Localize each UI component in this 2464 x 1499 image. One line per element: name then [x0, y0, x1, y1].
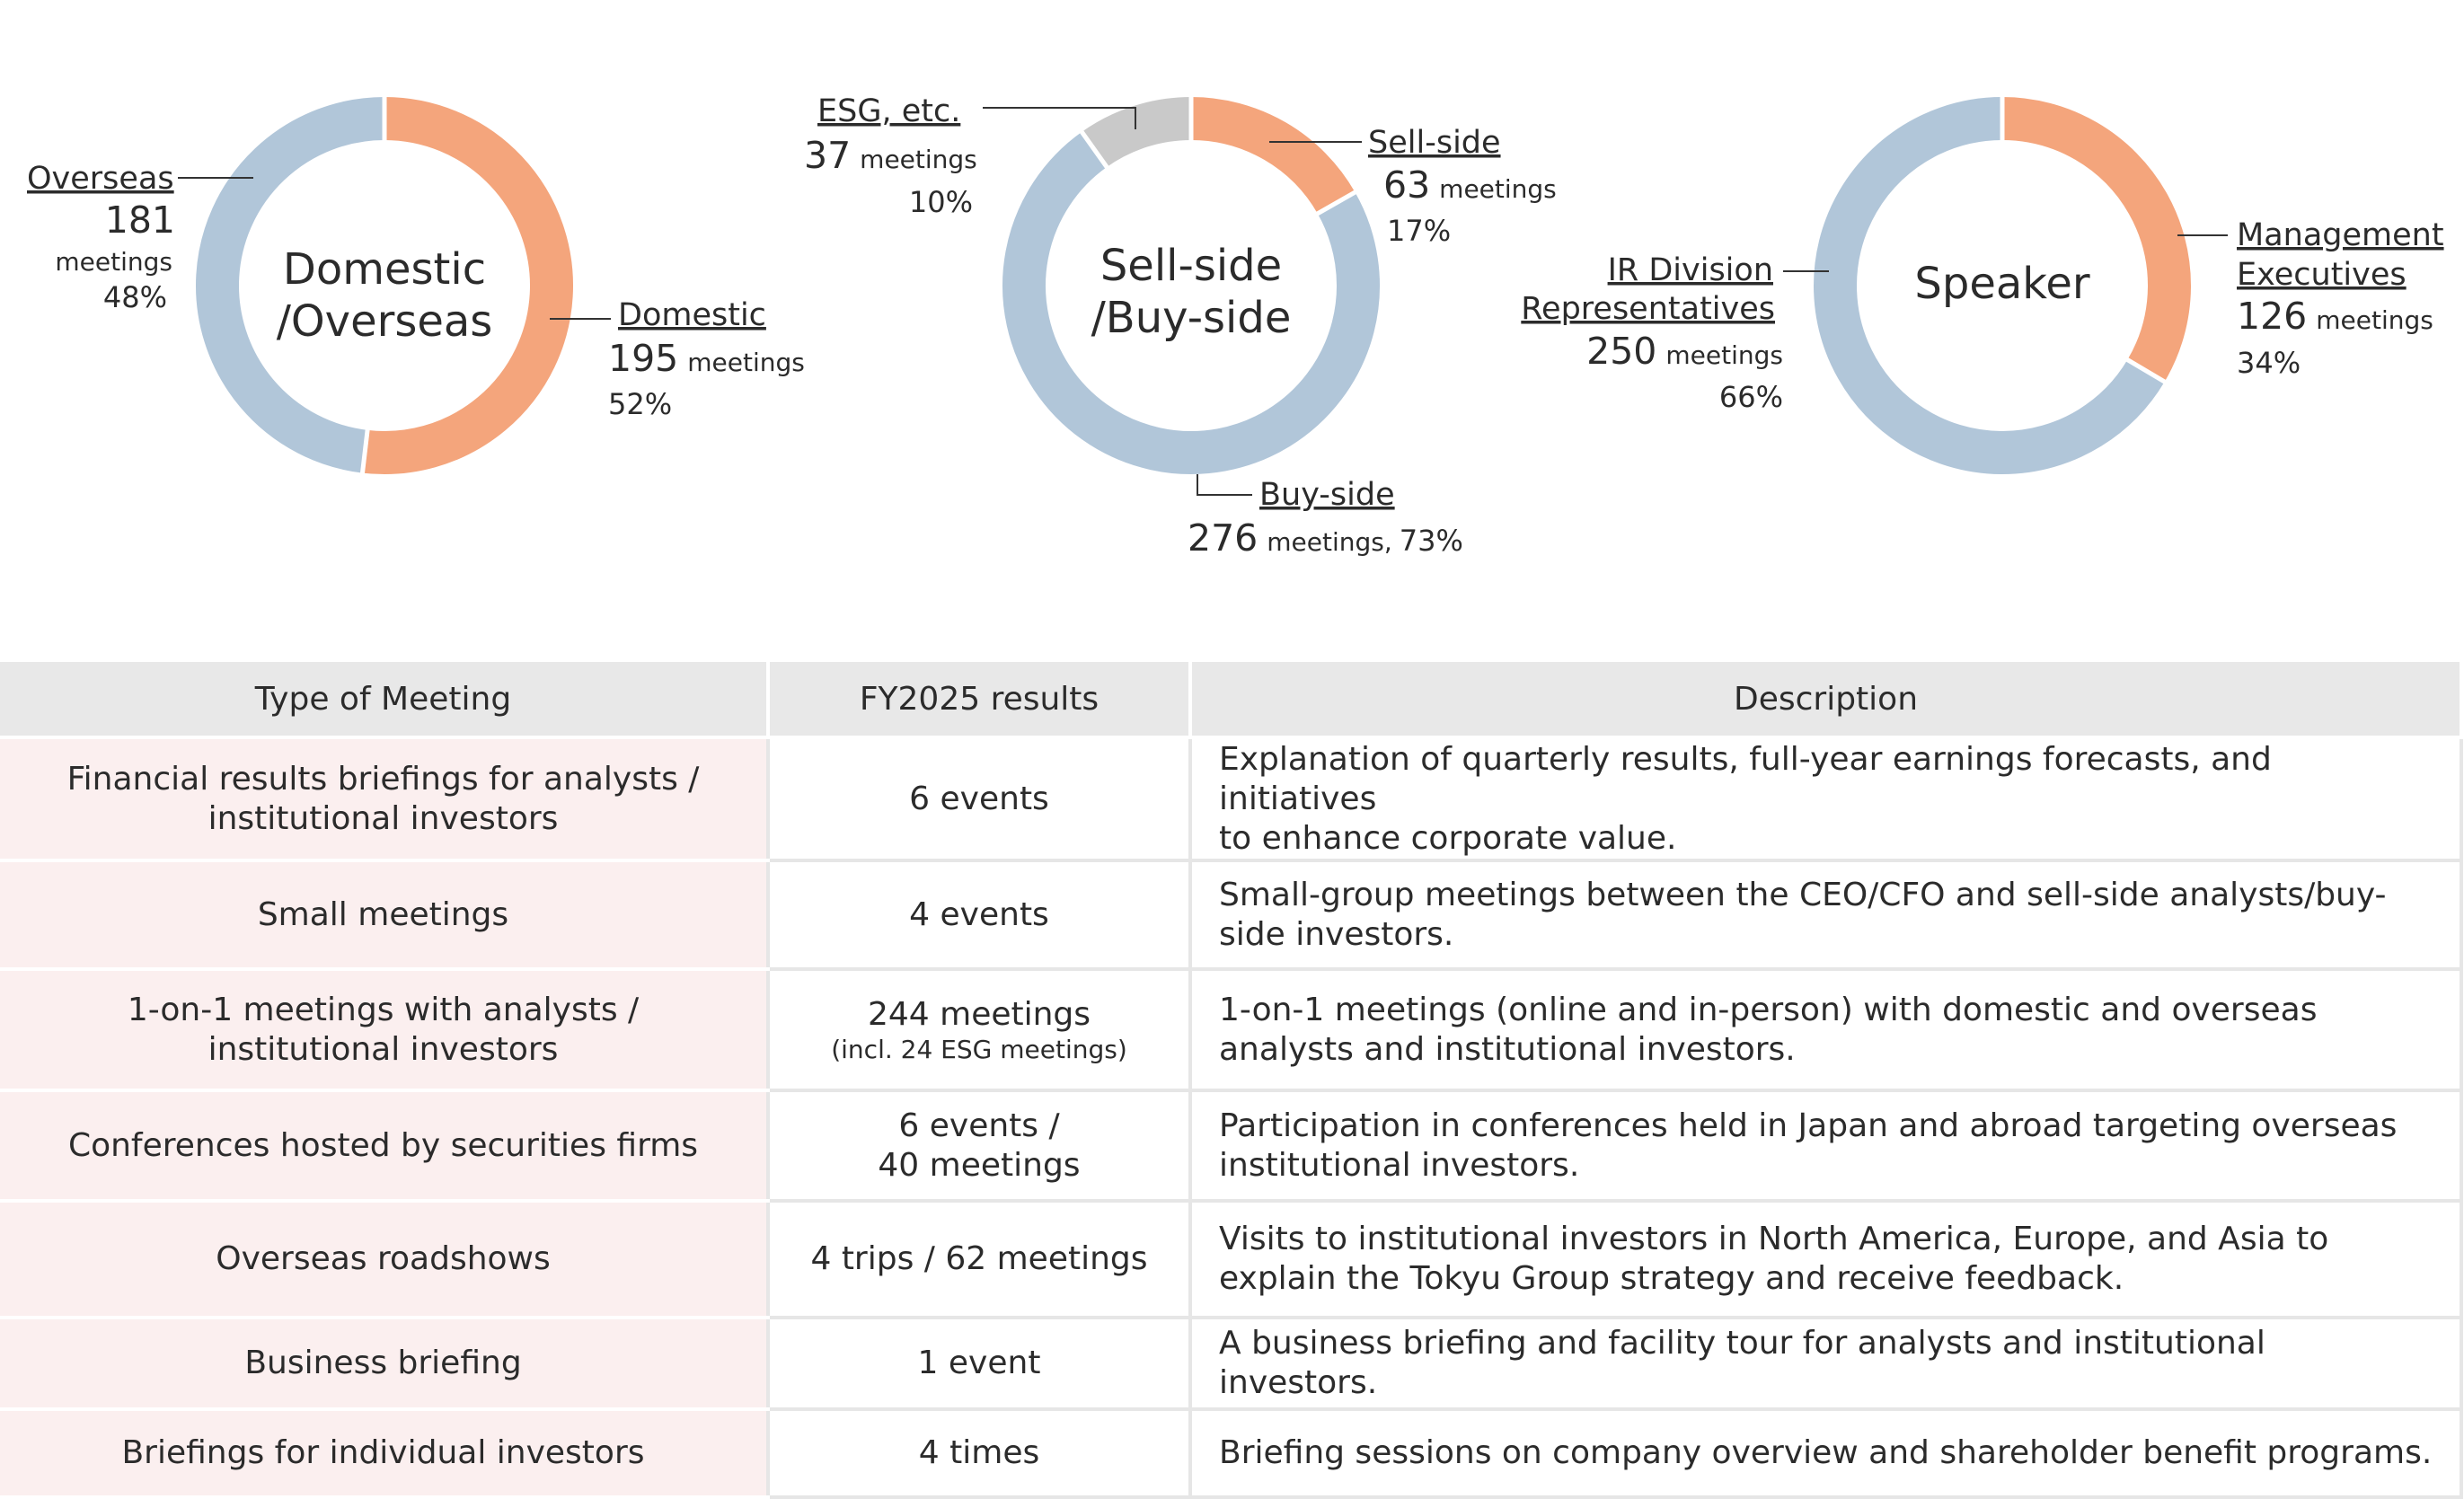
table-row: Conferences hosted by securities firms 6… [0, 1090, 2463, 1203]
header-type: Type of Meeting [0, 662, 770, 739]
slice-ir-division-representatives [1814, 97, 2165, 474]
cell-description: A business briefing and facility tour fo… [1190, 1318, 2463, 1411]
table-row: Briefings for individual investors 4 tim… [0, 1409, 2463, 1499]
cell-type: 1-on-1 meetings with analysts /instituti… [0, 969, 770, 1092]
slice-management-executives [2001, 97, 2191, 382]
table-row: Business briefing 1 event A business bri… [0, 1318, 2463, 1411]
slice-buy-side [1002, 131, 1380, 474]
label-domestic: Domestic [618, 297, 766, 333]
result-note: (incl. 24 ESG meetings) [831, 1034, 1127, 1064]
label-management-line2: Executives [2237, 257, 2407, 293]
pct-ir: 66% [1719, 380, 1783, 414]
cell-description: Visits to institutional investors in Nor… [1190, 1201, 2463, 1319]
slice-separator [2124, 357, 2168, 385]
cell-description: Participation in conferences held in Jap… [1190, 1090, 2463, 1203]
cell-result: 4 trips / 62 meetings [768, 1201, 1192, 1319]
header-description: Description [1190, 662, 2463, 739]
cell-type: Small meetings [0, 860, 770, 971]
label-buy-side: Buy-side [1259, 477, 1395, 513]
center-label-line1: Domestic [283, 244, 486, 295]
cell-result: 4 times [768, 1409, 1192, 1499]
slice-domestic [362, 97, 573, 474]
pct-domestic: 52% [608, 387, 672, 421]
table-row: 1-on-1 meetings with analysts /instituti… [0, 969, 2463, 1092]
center-label-line1: Sell-side [1100, 241, 1282, 291]
pct-sell-side: 17% [1387, 214, 1451, 248]
cell-description: 1-on-1 meetings (online and in-person) w… [1190, 969, 2463, 1092]
cell-type: Conferences hosted by securities firms [0, 1090, 770, 1203]
table-row: Small meetings 4 events Small-group meet… [0, 860, 2463, 971]
cell-result: 4 events [768, 860, 1192, 971]
slice-sell-side [1190, 97, 1356, 215]
table-header-row: Type of Meeting FY2025 results Descripti… [0, 662, 2463, 739]
cell-type: Overseas roadshows [0, 1201, 770, 1319]
pct-management: 34% [2237, 346, 2301, 380]
slice-esg-etc [1082, 97, 1192, 168]
value-overseas: 181 [105, 198, 175, 242]
cell-result: 244 meetings(incl. 24 ESG meetings) [768, 969, 1192, 1092]
cell-result: 6 events [768, 737, 1192, 862]
meetings-table: Type of Meeting FY2025 results Descripti… [0, 662, 2463, 1499]
cell-type: Financial results briefings for analysts… [0, 737, 770, 862]
cell-description: Briefing sessions on company overview an… [1190, 1409, 2463, 1499]
center-label: Speaker [1914, 259, 2090, 309]
slice-overseas [196, 97, 385, 473]
cell-type: Business briefing [0, 1318, 770, 1411]
label-sell-side: Sell-side [1368, 125, 1501, 161]
slice-separator [1314, 189, 1358, 216]
label-overseas: Overseas [27, 161, 174, 197]
cell-result: 1 event [768, 1318, 1192, 1411]
cell-description: Small-group meetings between the CEO/CFO… [1190, 860, 2463, 971]
slice-separator [359, 428, 370, 475]
table-row: Financial results briefings for analysts… [0, 737, 2463, 862]
pct-overseas: 48% [103, 280, 167, 314]
label-ir-line2: Representatives [1521, 291, 1775, 327]
cell-result: 6 events /40 meetings [768, 1090, 1192, 1203]
donut-ring [196, 95, 573, 475]
label-management-line1: Management [2237, 217, 2444, 253]
center-label-line2: /Buy-side [1091, 293, 1292, 343]
slice-separator [1079, 128, 1110, 171]
pct-esg: 10% [909, 185, 973, 219]
header-results: FY2025 results [768, 662, 1192, 739]
table-row: Overseas roadshows 4 trips / 62 meetings… [0, 1201, 2463, 1319]
center-label-line2: /Overseas [277, 296, 493, 347]
cell-description: Explanation of quarterly results, full-y… [1190, 737, 2463, 862]
cell-type: Briefings for individual investors [0, 1409, 770, 1499]
label-ir-line1: IR Division [1608, 252, 1773, 288]
unit-overseas: meetings [55, 247, 172, 277]
label-esg: ESG, etc. [817, 93, 960, 129]
donut-ring [1814, 95, 2191, 474]
